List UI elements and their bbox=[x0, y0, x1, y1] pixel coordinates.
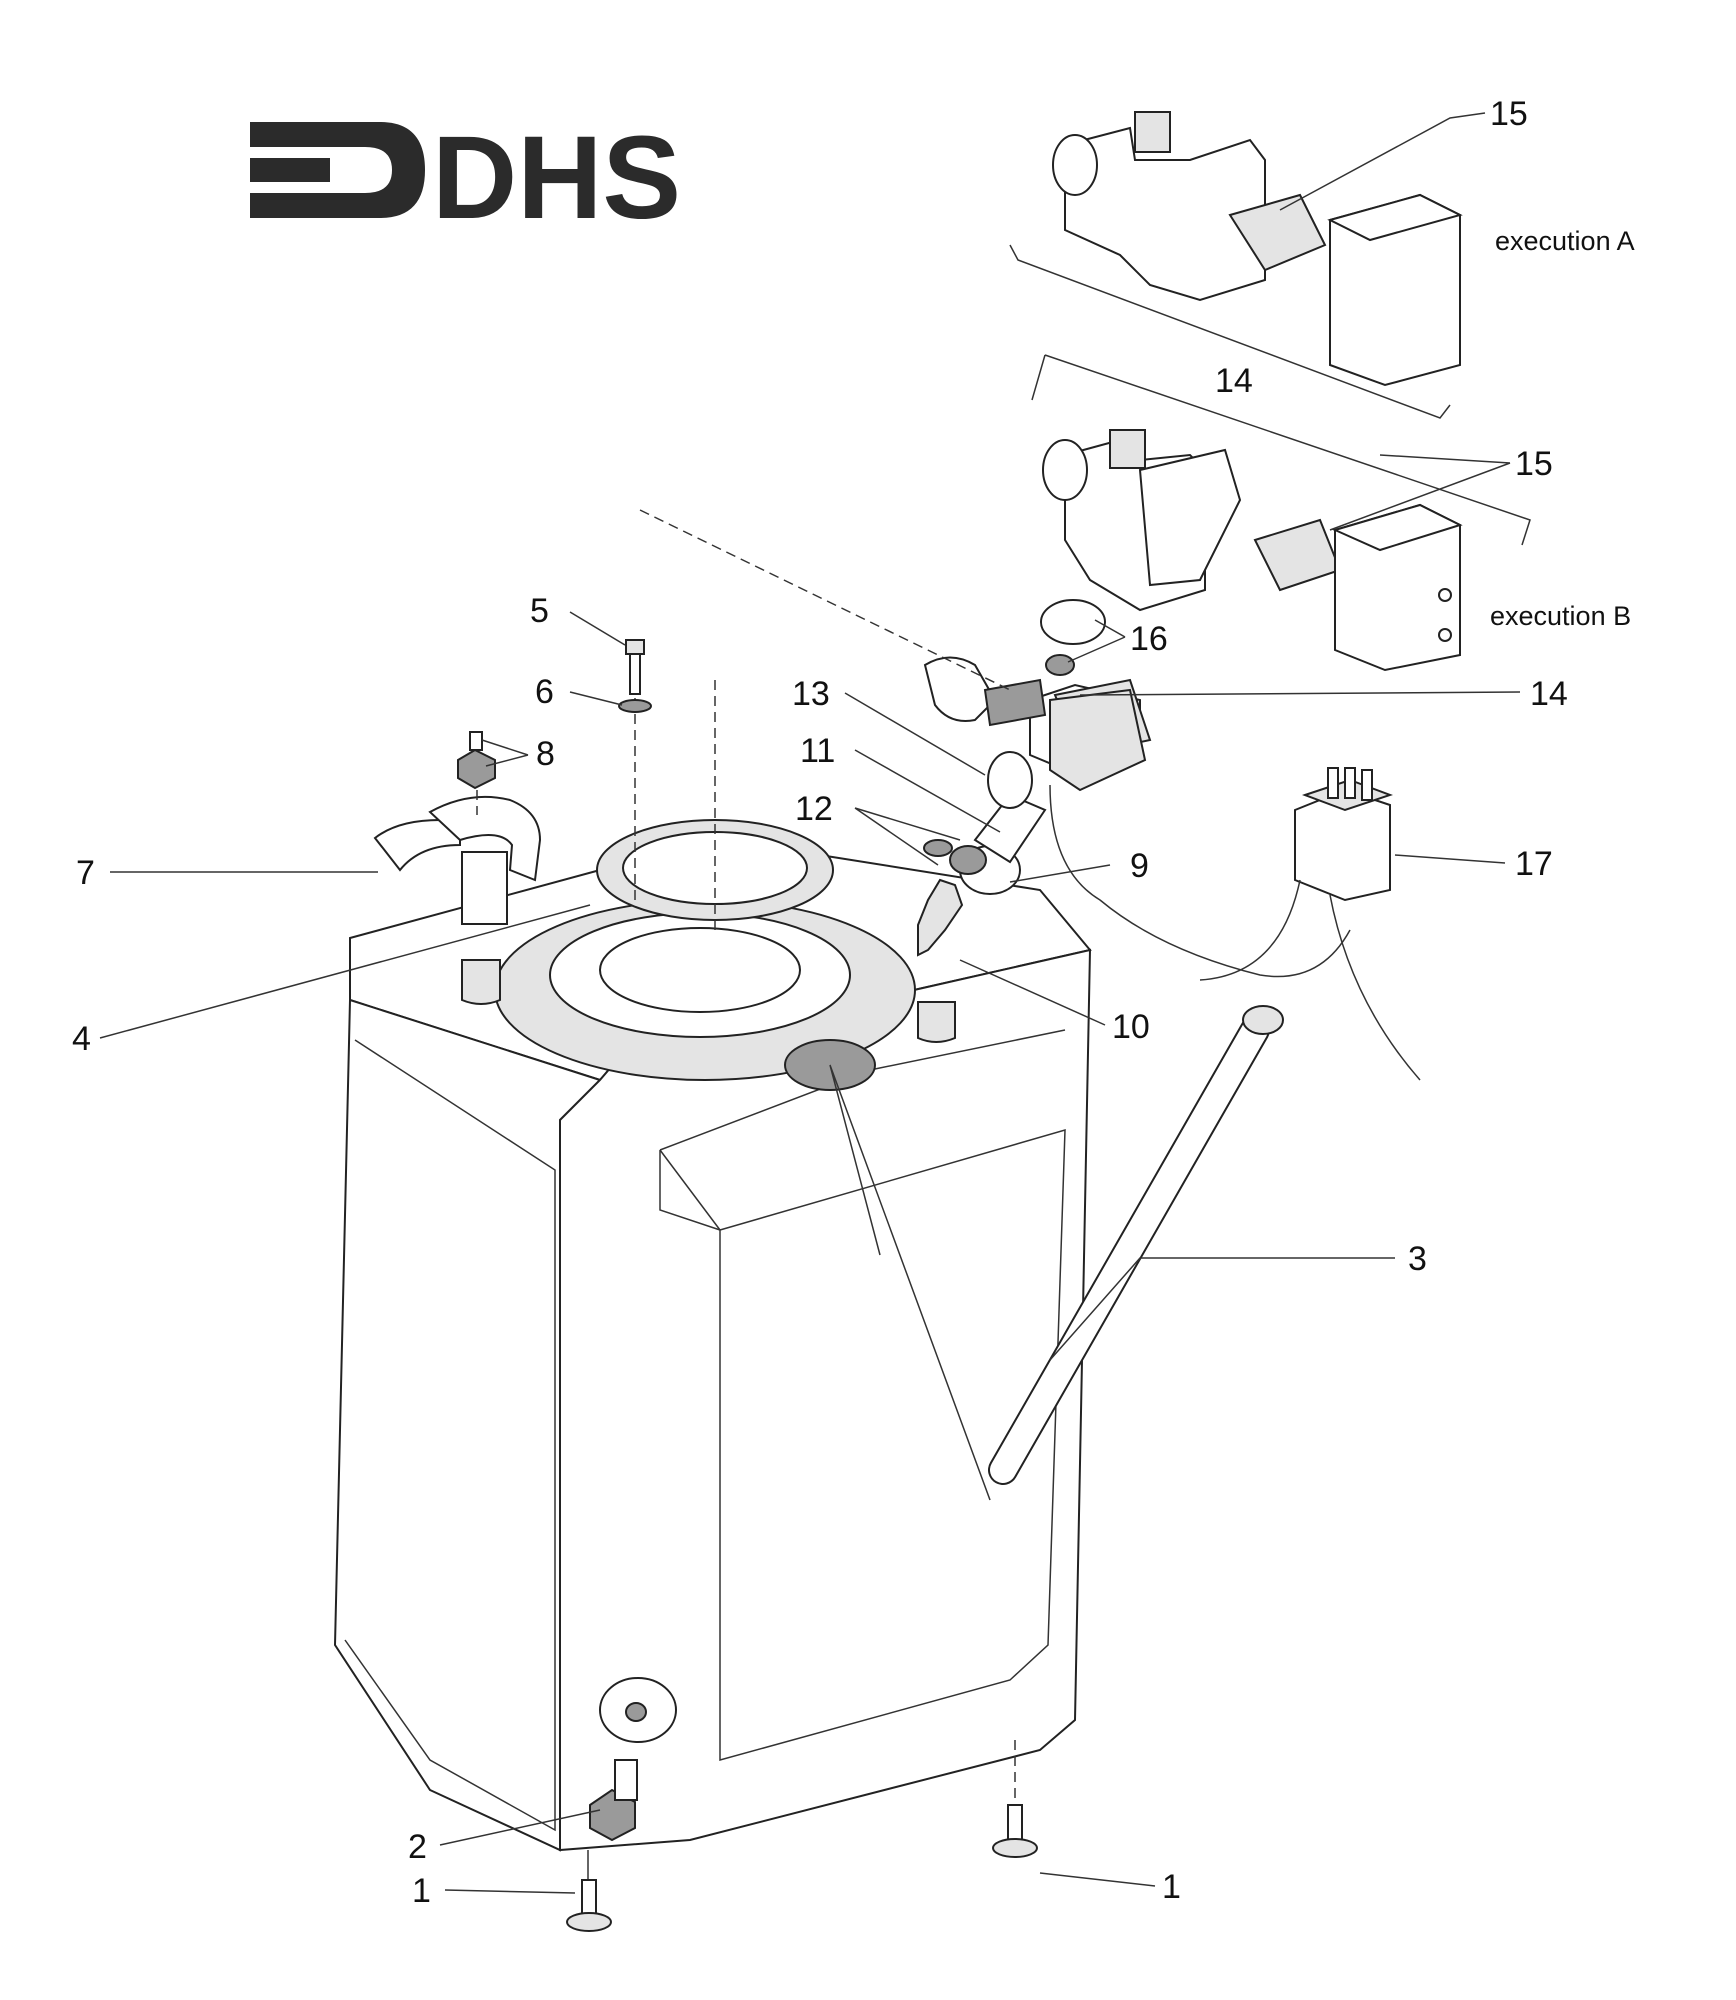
callout-4: 4 bbox=[72, 1020, 91, 1058]
electric-box bbox=[1199, 767, 1421, 1081]
execution-a-assembly bbox=[1009, 111, 1463, 419]
callout-1-right: 1 bbox=[1162, 1868, 1181, 1906]
callout-14-top: 14 bbox=[1215, 362, 1253, 400]
foot-left bbox=[566, 1850, 612, 1932]
inlet-assembly bbox=[917, 751, 1047, 957]
leader-lines bbox=[99, 112, 1521, 1894]
callout-8: 8 bbox=[536, 735, 555, 773]
callout-10: 10 bbox=[1112, 1008, 1150, 1046]
callout-15-middle: 15 bbox=[1515, 445, 1553, 483]
callout-17: 17 bbox=[1515, 845, 1553, 883]
callout-15-top: 15 bbox=[1490, 95, 1528, 133]
tank bbox=[333, 853, 1092, 1852]
callout-13: 13 bbox=[792, 675, 830, 713]
callout-5: 5 bbox=[530, 592, 549, 630]
dhs-logo: DHS bbox=[250, 112, 681, 244]
drain-valve bbox=[589, 1759, 638, 1842]
callout-numbers: 1 1 2 3 4 5 6 7 8 9 10 11 12 13 14 14 15… bbox=[72, 95, 1635, 1910]
gasket-ring bbox=[596, 819, 834, 921]
callout-1-left: 1 bbox=[412, 1872, 431, 1910]
overflow-pipe bbox=[373, 795, 542, 925]
execution-b-label: execution B bbox=[1490, 601, 1631, 631]
callout-7: 7 bbox=[76, 854, 95, 892]
callout-12: 12 bbox=[795, 790, 833, 828]
callout-16: 16 bbox=[1130, 620, 1168, 658]
callout-11: 11 bbox=[800, 732, 835, 770]
logo-text: DHS bbox=[432, 112, 681, 244]
callout-6: 6 bbox=[535, 673, 554, 711]
foot-right bbox=[992, 1740, 1038, 1858]
execution-b-assembly bbox=[1031, 354, 1531, 672]
callout-2: 2 bbox=[408, 1828, 427, 1866]
anode-rod bbox=[829, 1005, 1284, 1501]
execution-a-label: execution A bbox=[1495, 226, 1635, 256]
bolt bbox=[618, 639, 652, 713]
callout-9: 9 bbox=[1130, 847, 1149, 885]
logo-arrow-icon bbox=[250, 122, 425, 218]
callout-14-bottom: 14 bbox=[1530, 675, 1568, 713]
valve-fittings bbox=[639, 509, 1106, 691]
callout-3: 3 bbox=[1408, 1240, 1427, 1278]
fitting-nut bbox=[457, 731, 496, 815]
